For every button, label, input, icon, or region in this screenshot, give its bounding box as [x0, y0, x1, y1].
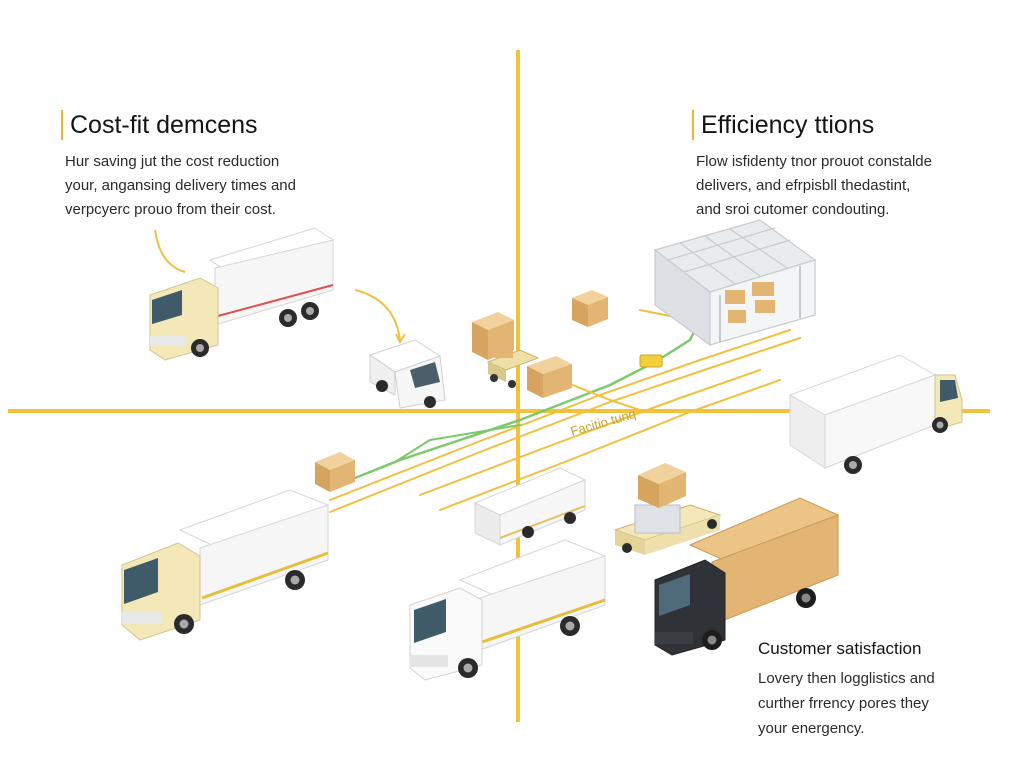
cost-section-line: Hur saving jut the cost reduction: [65, 153, 280, 170]
cost-section-title: Cost-fit demcens: [61, 110, 296, 140]
forklift-icon: [613, 463, 722, 555]
truck-icon: [409, 539, 607, 681]
cargo-cart-icon: [486, 346, 540, 388]
efficiency-section-line: and sroi cutomer condouting.: [696, 201, 890, 218]
truck-icon: [654, 497, 840, 656]
box-icon: [527, 356, 572, 398]
truck-icon: [788, 354, 963, 474]
warehouse-icon: [653, 219, 817, 347]
customer-section-line: curther frrency pores they: [758, 695, 929, 712]
box-icon: [572, 290, 608, 327]
customer-section-title: Customer satisfaction: [758, 639, 922, 658]
efficiency-section-line: delivers, and efrpisbll thedastint,: [696, 177, 911, 194]
cost-section-line: verpcyerc prouo from their cost.: [65, 201, 276, 218]
customer-section: Customer satisfaction Lovery then loggli…: [758, 638, 935, 741]
efficiency-section-title: Efficiency ttions: [692, 110, 932, 140]
truck-icon: [121, 489, 330, 641]
cost-section-line: your, angansing delivery times and: [65, 177, 296, 194]
flow-arrows: [154, 229, 406, 345]
truck-icon: [473, 467, 587, 546]
truck-icon: [149, 227, 335, 361]
cost-section: Cost-fit demcens Hur saving jut the cost…: [61, 110, 296, 222]
van-icon: [368, 339, 446, 409]
customer-section-line: your energency.: [758, 720, 865, 737]
efficiency-section-line: Flow isfidenty tnor prouot constalde: [696, 153, 932, 170]
box-icon: [315, 452, 355, 492]
customer-section-line: Lovery then logglistics and: [758, 670, 935, 687]
efficiency-section: Efficiency ttions Flow isfidenty tnor pr…: [692, 110, 932, 222]
route-node: [639, 354, 663, 368]
route-lines: [329, 309, 801, 513]
